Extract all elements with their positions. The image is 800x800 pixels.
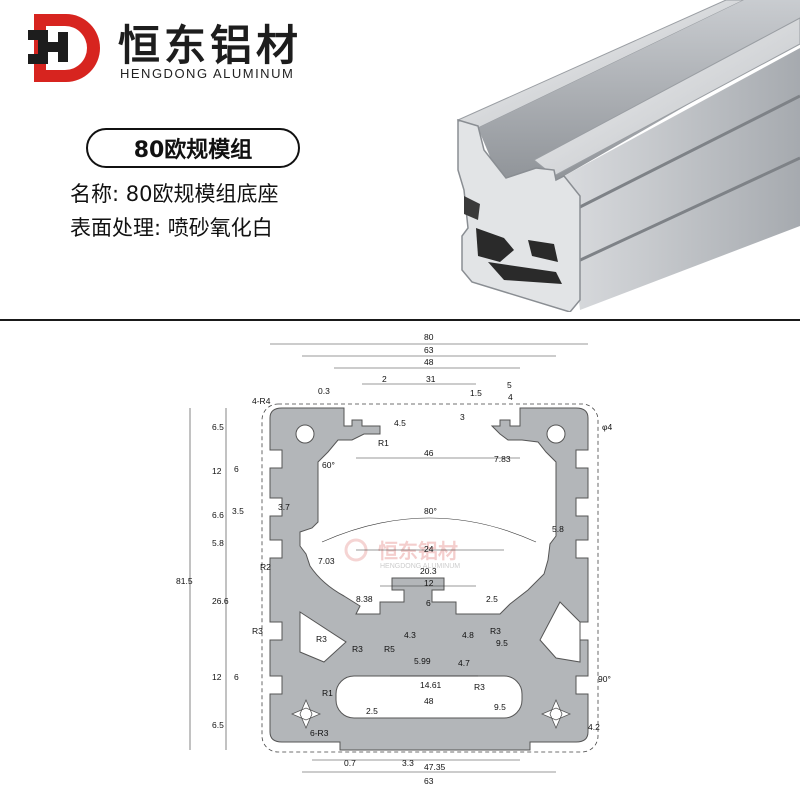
dim-2-5-mid: 2.5 bbox=[486, 594, 498, 604]
dim-6-mid: 6 bbox=[426, 598, 431, 608]
dim-r3-left: R3 bbox=[252, 626, 263, 636]
dim-63-bottom: 63 bbox=[424, 776, 434, 786]
hengdong-logo bbox=[28, 14, 100, 82]
dim-80: 80 bbox=[424, 332, 434, 342]
profile-outline bbox=[269, 407, 589, 751]
surface-treatment-line: 表面处理: 喷砂氧化白 bbox=[70, 216, 273, 240]
dim-24: 24 bbox=[424, 544, 434, 554]
dim-7-03: 7.03 bbox=[318, 556, 335, 566]
dim-12-mid: 12 bbox=[424, 578, 434, 588]
dim-4-5: 4.5 bbox=[394, 418, 406, 428]
dim-r3-b: R3 bbox=[352, 644, 363, 654]
watermark-en: HENGDONG ALUMINUM bbox=[380, 563, 460, 570]
dim-6-5-bottom: 6.5 bbox=[212, 720, 224, 730]
dim-8-38: 8.38 bbox=[356, 594, 373, 604]
brand-name-en: HENGDONG ALUMINUM bbox=[120, 66, 295, 81]
technical-drawing: 恒东铝材 HENGDONG ALUMINUM 80 63 48 31 2 0.3… bbox=[176, 332, 613, 786]
dim-3-top: 3 bbox=[460, 412, 465, 422]
dim-4-r4: 4-R4 bbox=[252, 396, 271, 406]
dim-3-7: 3.7 bbox=[278, 502, 290, 512]
dim-48: 48 bbox=[424, 357, 434, 367]
dim-7-83: 7.83 bbox=[494, 454, 511, 464]
dim-46: 46 bbox=[424, 448, 434, 458]
dim-6-top: 6 bbox=[234, 464, 239, 474]
dim-5-8-left: 5.8 bbox=[212, 538, 224, 548]
dim-81-5: 81.5 bbox=[176, 576, 193, 586]
dim-26-6: 26.6 bbox=[212, 596, 229, 606]
dim-phi4: φ4 bbox=[602, 422, 613, 432]
dim-47-35: 47.35 bbox=[424, 762, 446, 772]
dim-12-lower: 12 bbox=[212, 672, 222, 682]
dim-5-8-right: 5.8 bbox=[552, 524, 564, 534]
dim-6-5-top: 6.5 bbox=[212, 422, 224, 432]
dim-1-5: 1.5 bbox=[470, 388, 482, 398]
dim-63: 63 bbox=[424, 345, 434, 355]
dim-4-3: 4.3 bbox=[404, 630, 416, 640]
dim-r1-lower: R1 bbox=[322, 688, 333, 698]
dim-6-6: 6.6 bbox=[212, 510, 224, 520]
dim-4-8: 4.8 bbox=[462, 630, 474, 640]
dim-r3-d: R3 bbox=[474, 682, 485, 692]
dim-31: 31 bbox=[426, 374, 436, 384]
dim-2: 2 bbox=[382, 374, 387, 384]
dim-60deg: 60° bbox=[322, 460, 335, 470]
watermark-cn: 恒东铝材 bbox=[378, 539, 458, 563]
dim-r3-c: R3 bbox=[490, 626, 501, 636]
dim-4-7: 4.7 bbox=[458, 658, 470, 668]
dim-5: 5 bbox=[507, 380, 512, 390]
dim-r3-a: R3 bbox=[316, 634, 327, 644]
dim-80deg: 80° bbox=[424, 506, 437, 516]
section-divider bbox=[0, 319, 800, 321]
dim-0-7: 0.7 bbox=[344, 758, 356, 768]
dim-0-3: 0.3 bbox=[318, 386, 330, 396]
dim-90deg: 90° bbox=[598, 674, 611, 684]
dim-48-inner: 48 bbox=[424, 696, 434, 706]
dim-5-99: 5.99 bbox=[414, 656, 431, 666]
product-3d-render bbox=[456, 0, 800, 312]
brand-name-cn: 恒东铝材 bbox=[118, 21, 303, 70]
dim-12-top: 12 bbox=[212, 466, 222, 476]
dim-6-lower: 6 bbox=[234, 672, 239, 682]
dim-9-5-lower: 9.5 bbox=[494, 702, 506, 712]
dim-4-top: 4 bbox=[508, 392, 513, 402]
dim-6-r3: 6-R3 bbox=[310, 728, 329, 738]
dim-3-5: 3.5 bbox=[232, 506, 244, 516]
dim-r2: R2 bbox=[260, 562, 271, 572]
dim-r5: R5 bbox=[384, 644, 395, 654]
product-name-line: 名称: 80欧规模组底座 bbox=[70, 182, 279, 206]
product-title: 80欧规模组 bbox=[86, 128, 300, 168]
dim-r1: R1 bbox=[378, 438, 389, 448]
dim-3-3: 3.3 bbox=[402, 758, 414, 768]
dim-4-2: 4.2 bbox=[588, 722, 600, 732]
dim-9-5-upper: 9.5 bbox=[496, 638, 508, 648]
dim-14-61: 14.61 bbox=[420, 680, 442, 690]
dim-2-5-inner: 2.5 bbox=[366, 706, 378, 716]
dim-20-3: 20.3 bbox=[420, 566, 437, 576]
